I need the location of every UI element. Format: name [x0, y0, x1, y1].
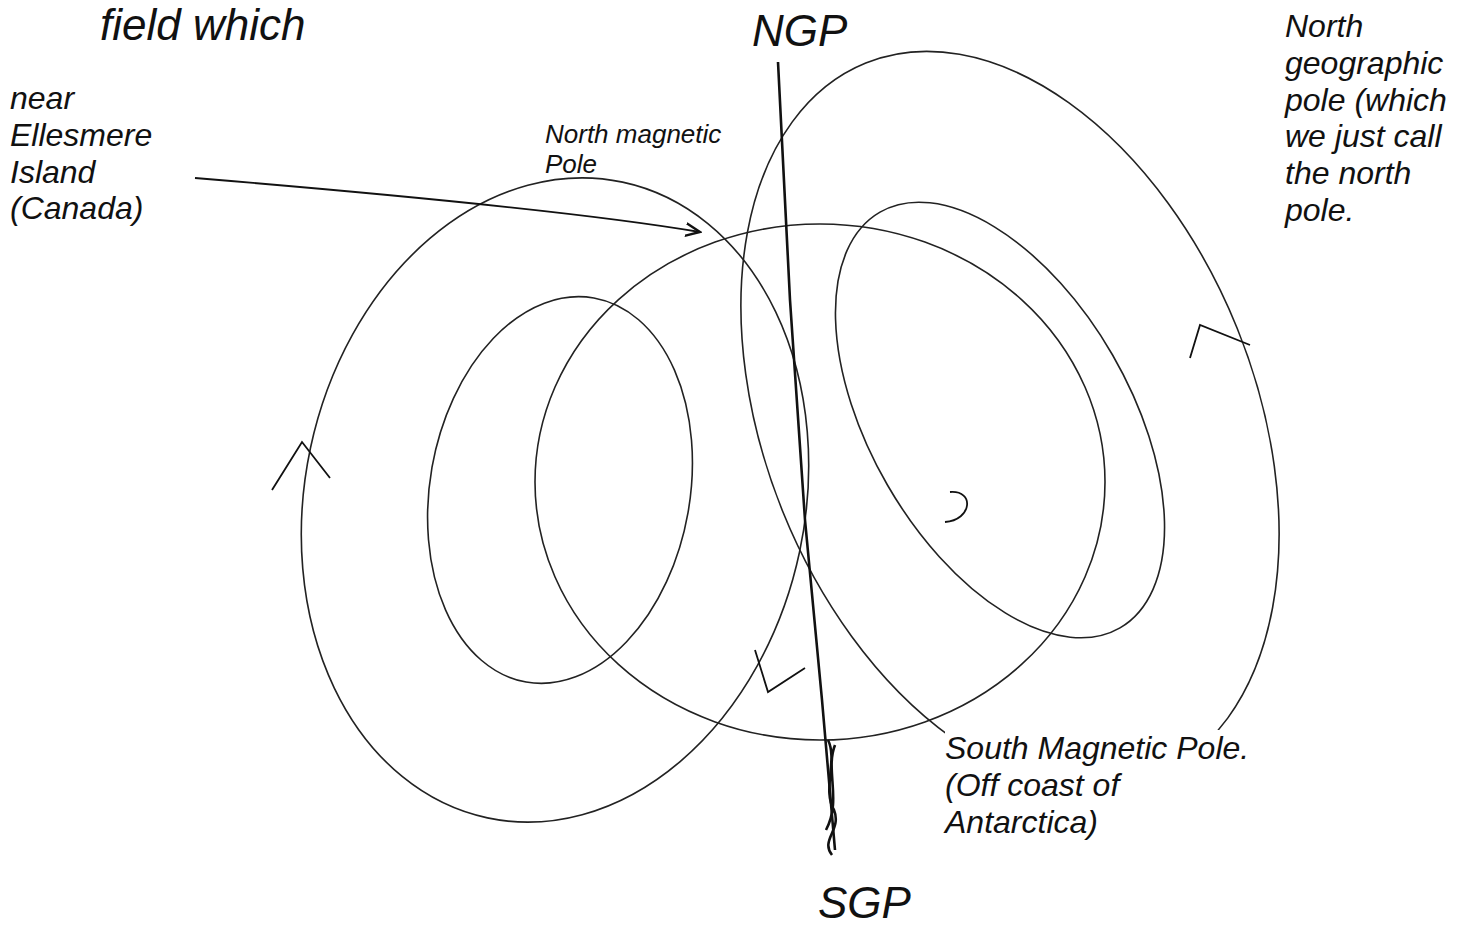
- axis-scribble: [826, 740, 836, 855]
- geographic-axis: [778, 62, 835, 850]
- leader-arrow: [195, 178, 700, 232]
- pole-abbreviation: NGP: [752, 6, 892, 57]
- field-loop: [535, 224, 1105, 740]
- pole-abbreviation: SGP: [818, 878, 958, 929]
- location-note: near Ellesmere Island (Canada): [10, 80, 185, 227]
- field-arrowhead: [945, 492, 967, 522]
- pole-label: North magnetic Pole: [545, 120, 745, 180]
- field-arrowhead: [1190, 325, 1250, 358]
- field-loop: [767, 147, 1232, 693]
- field-loop: [243, 130, 867, 870]
- pole-label: South Magnetic Pole. (Off coast of Antar…: [945, 730, 1275, 840]
- heading-fragment: field which: [100, 0, 420, 51]
- field-loop: [639, 0, 1382, 869]
- pole-note: North geographic pole (which we just cal…: [1285, 8, 1463, 229]
- field-arrowhead: [755, 650, 805, 692]
- field-loop: [398, 275, 722, 704]
- field-arrowhead: [272, 442, 330, 490]
